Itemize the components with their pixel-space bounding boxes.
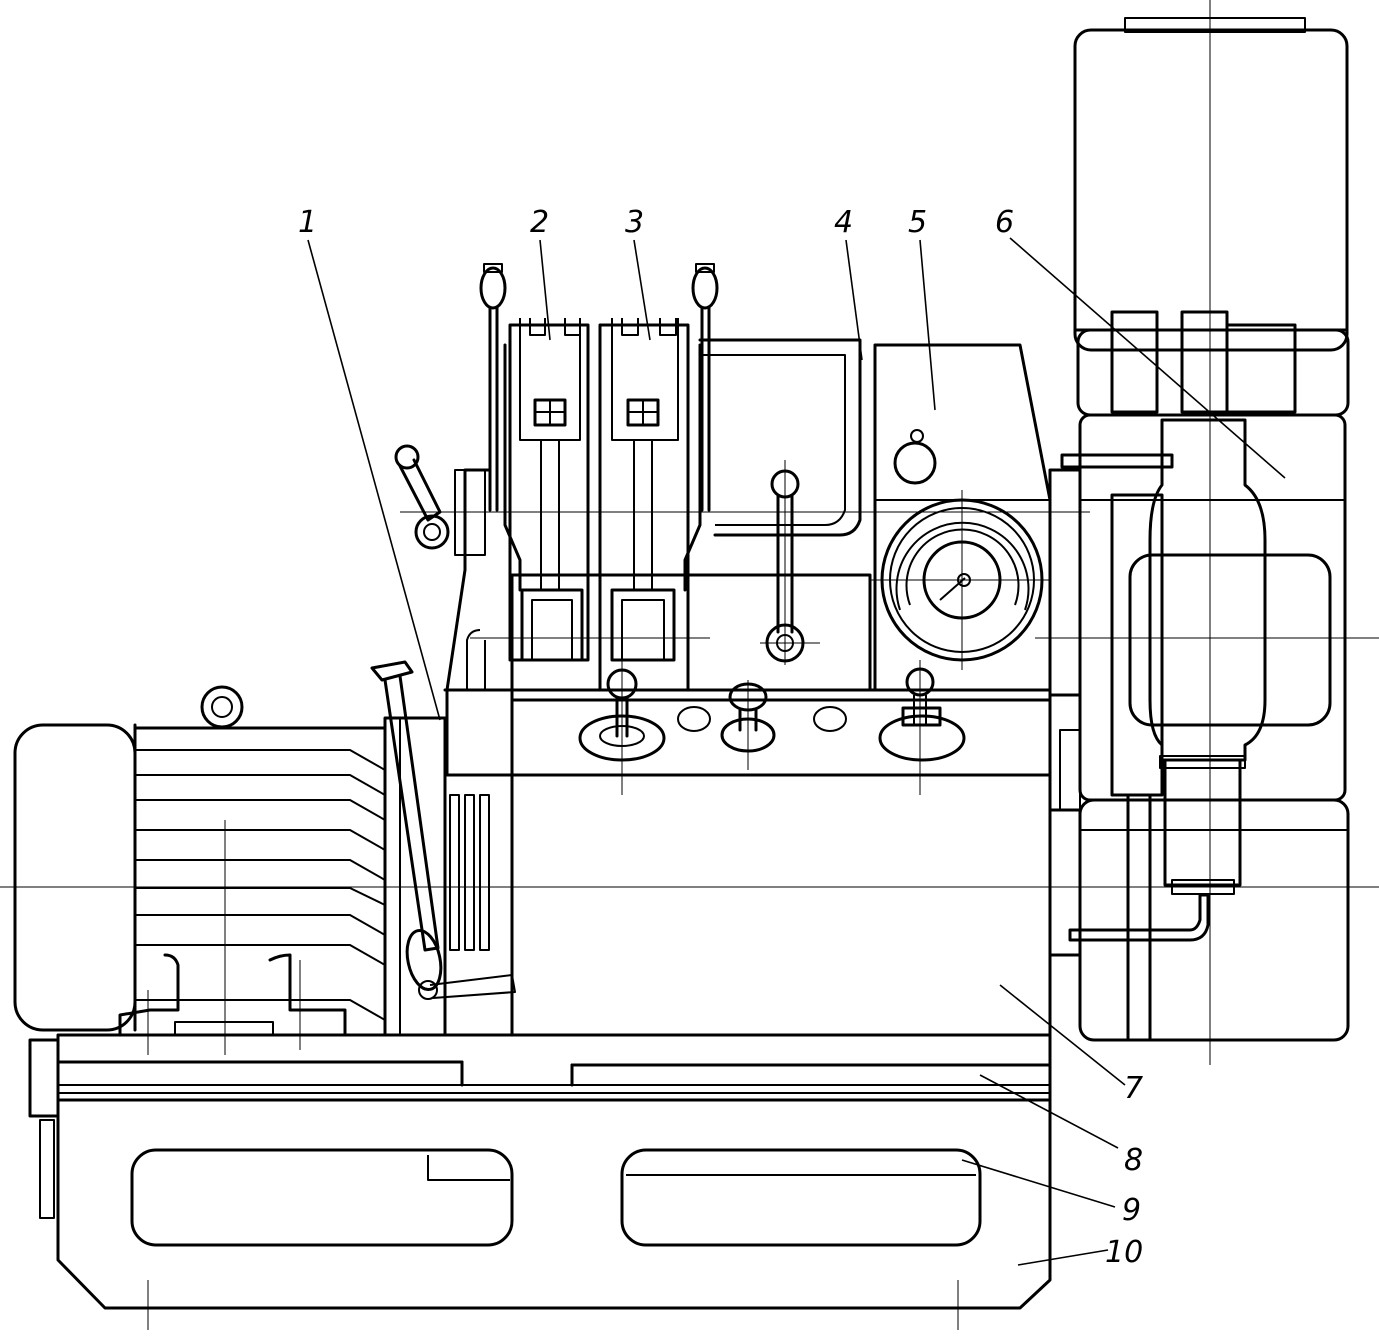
guide-ways xyxy=(56,1033,1052,1102)
rod-knob-right[interactable] xyxy=(691,263,719,512)
electric-motor xyxy=(13,685,387,1037)
control-panel xyxy=(445,667,1052,777)
clamp-lever[interactable] xyxy=(370,660,516,1000)
callout-labels: 1 2 3 4 5 6 7 8 9 10 xyxy=(298,205,1143,1270)
lower-tank xyxy=(1048,468,1350,1042)
callout-4: 4 xyxy=(834,205,853,240)
rod-knob-left[interactable] xyxy=(479,263,507,512)
callout-7: 7 xyxy=(1124,1071,1143,1106)
main-housing xyxy=(510,773,1052,1037)
callout-5: 5 xyxy=(908,205,927,240)
callout-6: 6 xyxy=(995,205,1014,240)
lifting-eye-icon xyxy=(200,685,244,729)
tool-post-2 xyxy=(503,318,590,662)
callout-9: 9 xyxy=(1122,1193,1141,1228)
handle-crank[interactable] xyxy=(394,444,450,550)
base-window-left xyxy=(130,1148,514,1247)
callout-2: 2 xyxy=(530,205,549,240)
callout-10: 10 xyxy=(1105,1235,1143,1270)
pump-column xyxy=(1060,413,1347,1042)
callout-8: 8 xyxy=(1124,1143,1143,1178)
base-window-right xyxy=(620,1148,982,1247)
vertical-motor xyxy=(1073,17,1350,417)
callout-1: 1 xyxy=(298,205,317,240)
callout-3: 3 xyxy=(625,205,644,240)
base-bed xyxy=(28,1038,1052,1310)
leader-lines xyxy=(307,237,1286,1266)
tool-post-3 xyxy=(598,318,702,692)
